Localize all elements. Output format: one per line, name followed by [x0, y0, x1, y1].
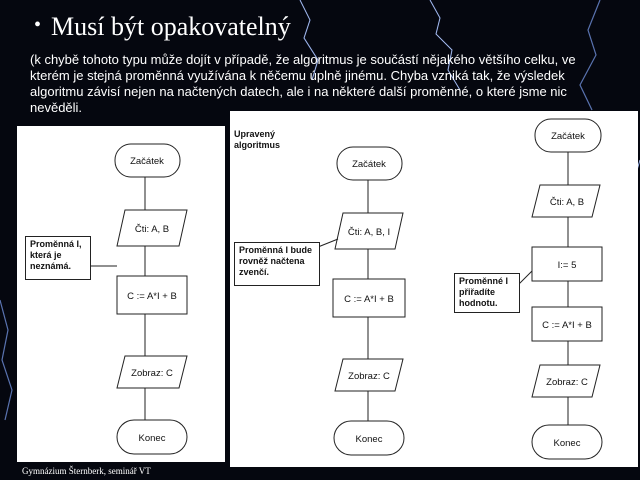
fc3-end — [531, 424, 603, 460]
fc3-show-label: Zobraz: C — [546, 377, 588, 388]
slide-paragraph: (k chybě tohoto typu může dojít v případ… — [30, 52, 576, 115]
slide-title: Musí být opakovatelný — [51, 12, 291, 41]
flowchart-original-panel: Začátek Čti: A, B C := A*I + B Zobraz: C… — [17, 126, 225, 462]
fc2-start-label: Začátek — [352, 159, 386, 170]
fc1-end — [116, 419, 188, 455]
fc2-read-label: Čti: A, B, I — [348, 227, 390, 238]
fc1-start — [114, 143, 181, 178]
fc1-read-label: Čti: A, B — [135, 224, 169, 235]
fc1-start-label: Začátek — [130, 156, 164, 167]
flowchart-original: Začátek Čti: A, B C := A*I + B Zobraz: C… — [89, 143, 188, 455]
fc2-caption: Upravený algoritmus — [234, 129, 281, 150]
fc3-read — [531, 184, 601, 218]
fc3-show — [531, 364, 601, 398]
fc1-show — [116, 355, 188, 389]
fc1-assign — [116, 275, 188, 315]
fc2-note: Proměnná I bude rovněž načtena zvenčí. — [234, 242, 320, 286]
fc2-note-arrow — [317, 238, 339, 248]
fc2-assign — [332, 278, 406, 318]
fc1-read — [116, 209, 188, 247]
fc3-start-label: Začátek — [551, 131, 585, 142]
fc3-init-label: I:= 5 — [558, 260, 577, 271]
flowchart-modified-panel: Upravený algoritmus Začátek Čti: A, B, I… — [230, 111, 638, 467]
fc3-assign-label: C := A*I + B — [542, 320, 592, 331]
slide-title-row: • Musí být opakovatelný — [34, 10, 291, 44]
fc2-assign-label: C := A*I + B — [344, 294, 394, 305]
bullet: • — [34, 13, 42, 36]
slide-footer: Gymnázium Šternberk, seminář VT — [22, 466, 151, 476]
flowchart-modified: Začátek Čti: A, B, I C := A*I + B Zobraz… — [317, 118, 603, 460]
fc3-note: Proměnné I přiřadíte hodnotu. — [454, 273, 520, 313]
fc2-end — [333, 420, 405, 456]
fc2-start — [336, 146, 403, 181]
fc3-assign — [531, 306, 603, 342]
fc3-read-label: Čti: A, B — [550, 197, 584, 208]
fc1-end-label: Konec — [139, 433, 166, 444]
fc3-start — [534, 118, 602, 153]
fc2-show — [334, 358, 404, 392]
fc1-assign-label: C := A*I + B — [127, 291, 177, 302]
fc1-note: Proměnná I, která je neznámá. — [25, 236, 91, 280]
fc3-init — [531, 246, 603, 282]
fc2-end-label: Konec — [356, 434, 383, 445]
fc1-show-label: Zobraz: C — [131, 368, 173, 379]
fc2-show-label: Zobraz: C — [348, 371, 390, 382]
fc2-read — [334, 212, 404, 250]
fc3-end-label: Konec — [554, 438, 581, 449]
